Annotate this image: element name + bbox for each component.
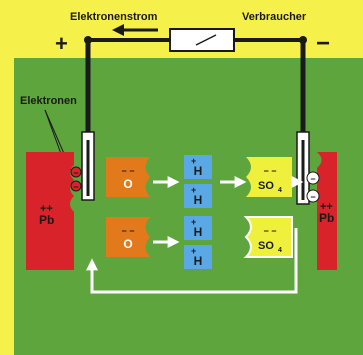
resistor-mark (195, 34, 217, 46)
left-terminal (84, 36, 92, 44)
sulfate-charge: − − (263, 226, 276, 236)
right-terminal (299, 36, 307, 44)
hydrogen-symbol: H (194, 254, 203, 268)
hydrogen-ion-4: + H (184, 245, 212, 269)
right-electrode-name: Pb (319, 211, 334, 225)
right-electrons: − − (306, 171, 320, 203)
right-electrode (317, 152, 337, 270)
electron-icon (70, 166, 82, 178)
consumer-resistor (169, 28, 235, 52)
minus-sign: − (316, 30, 330, 57)
left-electrons: − − (70, 166, 82, 192)
consumer-label: Verbraucher (242, 11, 307, 23)
electron-icon (306, 189, 320, 203)
oxide-charge: − − (121, 226, 134, 236)
sulfate-subscript: 4 (278, 247, 282, 254)
sulfate-return-arrow-icon (86, 228, 298, 294)
oxide-ion-bottom: − − O (106, 217, 150, 257)
sulfate-subscript: 4 (278, 187, 282, 194)
hydrogen-symbol: H (194, 164, 203, 178)
hydrogen-symbol: H (194, 225, 203, 239)
sulfate-ion-bottom: − − SO 4 (243, 216, 293, 258)
sulfate-symbol: SO (258, 240, 274, 252)
right-electrode-charge: ++ (320, 201, 333, 213)
sulfate-ion-top: − − SO 4 (246, 157, 292, 197)
hydrogen-charge: + (191, 217, 196, 227)
oxide-symbol: O (123, 177, 132, 191)
electron-minus: − (73, 168, 78, 178)
sulfate-charge: − − (263, 166, 276, 176)
left-electrode-charge: ++ (40, 203, 53, 215)
electron-current-label: Elektronenstrom (70, 11, 158, 23)
hydrogen-charge: + (191, 246, 196, 256)
oxide-charge: − − (121, 166, 134, 176)
electron-minus: − (73, 182, 78, 192)
hydrogen-charge: + (191, 185, 196, 195)
hydrogen-ion-1: + H (184, 155, 212, 179)
electron-current-arrow-icon (112, 24, 124, 36)
hydrogen-ion-2: + H (184, 184, 212, 208)
electron-minus: − (310, 192, 315, 202)
electron-icon (306, 171, 320, 185)
electron-icon (70, 180, 82, 192)
hydrogen-charge: + (191, 156, 196, 166)
oxide-symbol: O (123, 237, 132, 251)
hydrogen-symbol: H (194, 193, 203, 207)
hydrogen-ion-3: + H (184, 216, 212, 240)
sulfate-symbol: SO (258, 180, 274, 192)
plus-sign: + (55, 31, 68, 56)
left-electrode (26, 152, 74, 270)
oxide-ion-top: − − O (106, 157, 150, 197)
left-electrode-name: Pb (39, 213, 54, 227)
electrons-label: Elektronen (20, 95, 77, 107)
electron-minus: − (310, 174, 315, 184)
